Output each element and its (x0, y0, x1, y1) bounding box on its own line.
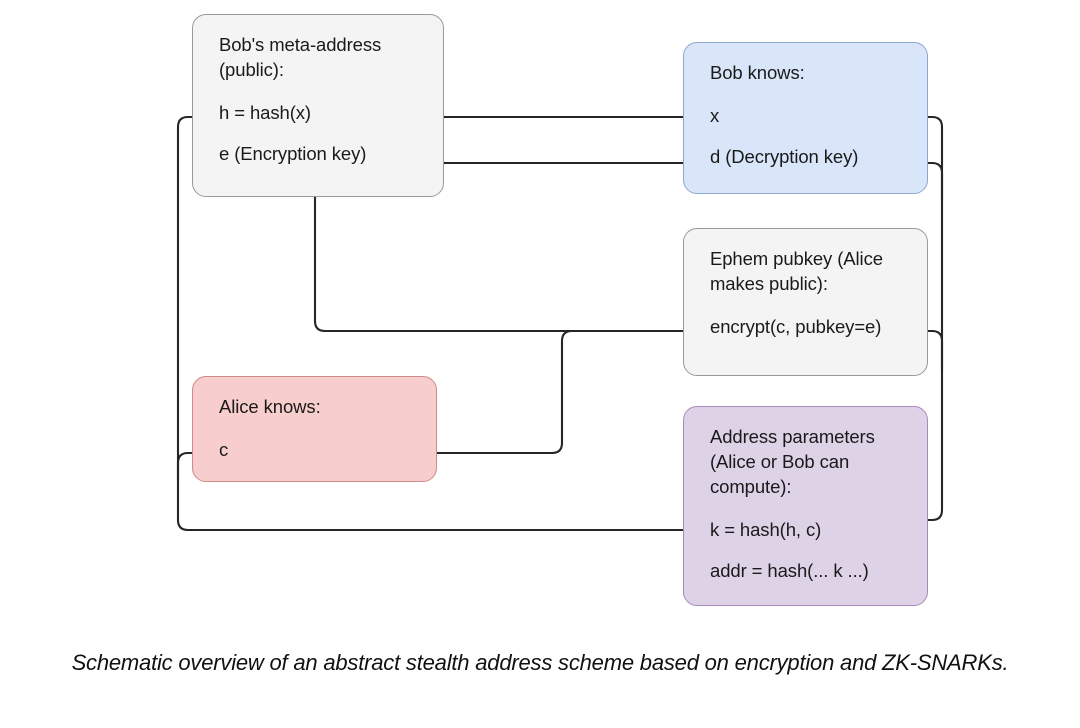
node-row-d: d (Decryption key) (710, 146, 859, 167)
figure-caption: Schematic overview of an abstract stealt… (71, 650, 1009, 675)
node-title: Bob's meta-address (public): (219, 34, 382, 80)
node-title: Address parameters (Alice or Bob can com… (710, 426, 875, 497)
node-row-c: c (219, 439, 229, 460)
node-row-k: k = hash(h, c) (710, 519, 822, 540)
node-row-x: x (710, 105, 720, 126)
node-alice-knows[interactable]: Alice knows: c (192, 376, 437, 482)
edge-c-to-encrypt (410, 329, 700, 455)
node-bob-knows[interactable]: Bob knows: x d (Decryption key) (683, 42, 928, 194)
node-row-e: e (Encryption key) (219, 143, 367, 164)
node-row-addr: addr = hash(... k ...) (710, 560, 869, 581)
node-row-encrypt: encrypt(c, pubkey=e) (710, 316, 882, 337)
node-row-h: h = hash(x) (219, 102, 311, 123)
node-address-parameters[interactable]: Address parameters (Alice or Bob can com… (683, 406, 928, 606)
node-title: Bob knows: (710, 62, 805, 83)
node-title: Ephem pubkey (Alice makes public): (710, 248, 883, 294)
edge-e-to-encrypt (313, 197, 701, 335)
node-title: Alice knows: (219, 396, 321, 417)
node-ephemeral-pubkey[interactable]: Ephem pubkey (Alice makes public): encry… (683, 228, 928, 376)
node-bobs-meta-address[interactable]: Bob's meta-address (public): h = hash(x)… (192, 14, 444, 197)
